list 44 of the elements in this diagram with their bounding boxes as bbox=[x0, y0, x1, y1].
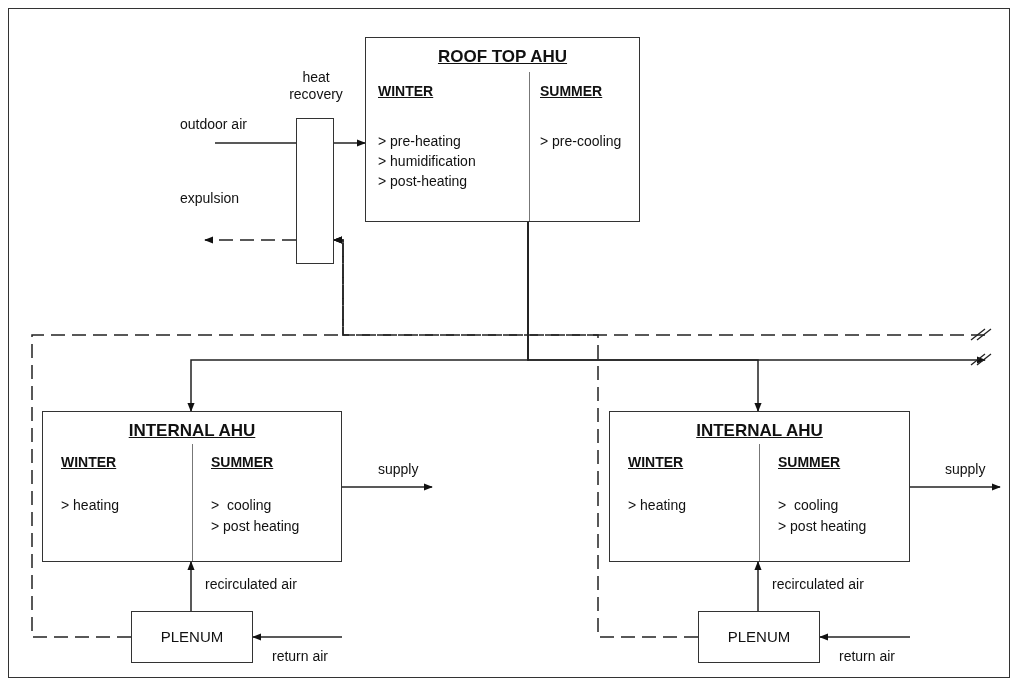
function-item: > heating bbox=[61, 497, 119, 514]
air-flow-arrow bbox=[341, 483, 433, 491]
air-flow-arrow bbox=[754, 561, 762, 612]
unit-title: ROOF TOP AHU bbox=[436, 48, 569, 65]
air-handling-unit-box bbox=[609, 411, 910, 562]
edge-label: supply bbox=[945, 461, 986, 478]
edge-label: return air bbox=[272, 648, 329, 665]
return-air-duct-arrow bbox=[204, 236, 297, 244]
return-air-duct-arrow bbox=[333, 236, 986, 336]
function-item: > humidification bbox=[378, 153, 476, 170]
season-heading: WINTER bbox=[61, 454, 117, 471]
air-flow-arrow bbox=[819, 633, 911, 641]
component-label: PLENUM bbox=[726, 628, 792, 645]
air-handling-unit-box bbox=[42, 411, 342, 562]
component-label: heat recovery bbox=[288, 69, 344, 103]
edge-label: recirculated air bbox=[772, 576, 864, 593]
function-item: > post-heating bbox=[378, 173, 468, 190]
function-item: > heating bbox=[628, 497, 686, 514]
air-flow-arrow bbox=[527, 221, 986, 364]
season-heading: WINTER bbox=[378, 83, 434, 100]
function-item: > cooling bbox=[778, 497, 839, 514]
plenum-box bbox=[131, 611, 253, 663]
season-heading: SUMMER bbox=[778, 454, 841, 471]
season-heading: SUMMER bbox=[211, 454, 274, 471]
edge-label: outdoor air bbox=[180, 116, 247, 133]
function-item: > pre-cooling bbox=[540, 133, 622, 150]
component-label: PLENUM bbox=[159, 628, 225, 645]
edge-label: return air bbox=[839, 648, 896, 665]
edge-label: supply bbox=[378, 461, 419, 478]
function-item: > pre-heating bbox=[378, 133, 461, 150]
plenum-box bbox=[698, 611, 820, 663]
unit-title: INTERNAL AHU bbox=[127, 422, 257, 439]
air-handling-unit-box bbox=[365, 37, 640, 222]
air-flow-arrow bbox=[909, 483, 1001, 491]
function-item: > post heating bbox=[778, 518, 867, 535]
edge-label: expulsion bbox=[180, 190, 240, 207]
season-heading: SUMMER bbox=[540, 83, 603, 100]
air-flow-arrow bbox=[187, 561, 195, 612]
unit-title: INTERNAL AHU bbox=[695, 422, 824, 439]
function-item: > cooling bbox=[211, 497, 272, 514]
function-item: > post heating bbox=[211, 518, 300, 535]
air-flow-arrow bbox=[252, 633, 343, 641]
season-heading: WINTER bbox=[628, 454, 684, 471]
edge-label: recirculated air bbox=[205, 576, 297, 593]
